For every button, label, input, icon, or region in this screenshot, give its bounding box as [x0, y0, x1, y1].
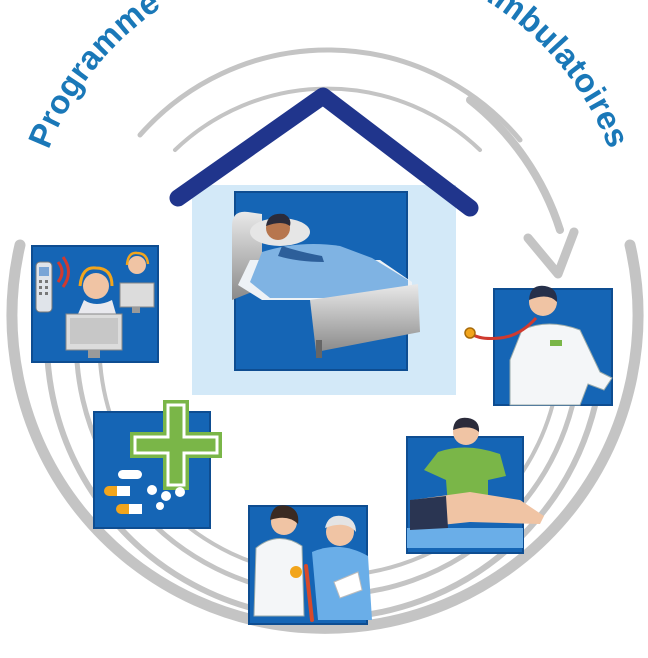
- diagram-title: Programme Coordination Soins Ambulatoire…: [21, 0, 638, 153]
- operator-2-head: [128, 256, 146, 274]
- physiotherapy-icon: [407, 418, 544, 553]
- ring-right-arc: [470, 100, 560, 230]
- monitor-2: [120, 283, 154, 307]
- patient-in-bed-icon: [232, 192, 420, 370]
- nurse-elderly-care-icon: [249, 505, 372, 624]
- call-center-icon: [32, 246, 158, 362]
- patient-shorts: [410, 496, 448, 530]
- bed-leg: [316, 340, 322, 358]
- doctor-stethoscope-icon: [465, 286, 612, 405]
- pharmacy-cross-pills-icon: [94, 400, 222, 528]
- diagram-title-text: Programme Coordination Soins Ambulatoire…: [21, 0, 638, 153]
- therapy-table: [407, 528, 523, 548]
- coat-pocket-pens: [550, 340, 562, 346]
- ring-arrow-icon: [528, 232, 574, 274]
- operator-1-head: [83, 273, 109, 299]
- pharmacy-panel: [94, 412, 210, 528]
